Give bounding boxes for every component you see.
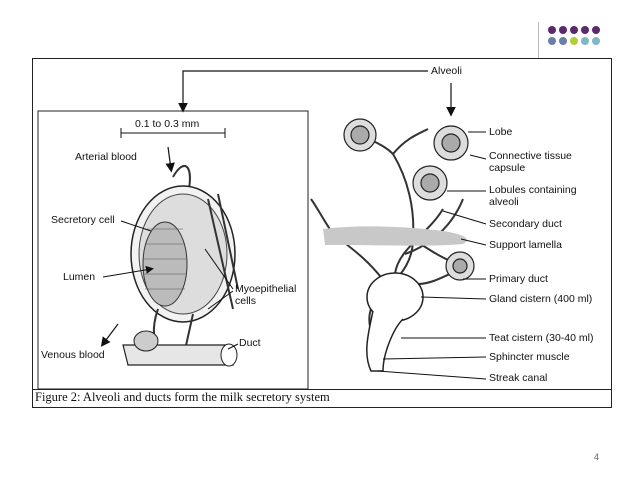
label-lobe: Lobe <box>489 126 513 138</box>
label-myoepithelial-cells: Myoepithelial cells <box>235 283 297 307</box>
label-streak-canal: Streak canal <box>489 372 548 384</box>
accent-dot <box>570 37 578 45</box>
accent-dot <box>581 37 589 45</box>
teat <box>366 310 404 372</box>
lobules <box>343 118 475 281</box>
label-venous-blood: Venous blood <box>41 349 105 361</box>
label-support-lamella: Support lamella <box>489 239 562 251</box>
diagram-art <box>37 70 487 390</box>
label-teat-cistern: Teat cistern (30-40 ml) <box>489 332 594 344</box>
alveoli-arrow-left <box>178 70 428 113</box>
label-alveoli: Alveoli <box>431 65 462 77</box>
label-arterial-blood: Arterial blood <box>75 151 137 163</box>
accent-dot <box>559 26 567 34</box>
page-number: 4 <box>594 452 600 462</box>
label-connective-tissue: Connective tissue capsule <box>489 150 572 174</box>
label-sphincter: Sphincter muscle <box>489 351 570 363</box>
figure-frame: Alveoli 0.1 to 0.3 mm Arterial blood Sec… <box>32 58 612 408</box>
decorative-divider <box>538 22 539 62</box>
label-primary-duct: Primary duct <box>489 273 548 285</box>
accent-dot <box>592 37 600 45</box>
label-secondary-duct: Secondary duct <box>489 218 562 230</box>
label-scale: 0.1 to 0.3 mm <box>135 118 200 130</box>
label-secretory-cell: Secretory cell <box>51 214 115 226</box>
label-lobules: Lobules containing alveoli <box>489 184 577 208</box>
accent-dot <box>548 37 556 45</box>
label-lumen: Lumen <box>63 271 96 283</box>
accent-dot <box>570 26 578 34</box>
caption-divider <box>33 389 611 390</box>
support-lamella-band <box>323 226 467 246</box>
label-duct: Duct <box>239 337 261 349</box>
figure-caption: Figure 2: Alveoli and ducts form the mil… <box>35 390 330 404</box>
accent-dot <box>581 26 589 34</box>
accent-dot <box>548 26 556 34</box>
alveolus-drawing <box>122 165 239 367</box>
accent-dot <box>559 37 567 45</box>
label-gland-cistern: Gland cistern (400 ml) <box>489 293 593 305</box>
accent-dots-logo <box>548 26 600 45</box>
accent-dot <box>592 26 600 34</box>
